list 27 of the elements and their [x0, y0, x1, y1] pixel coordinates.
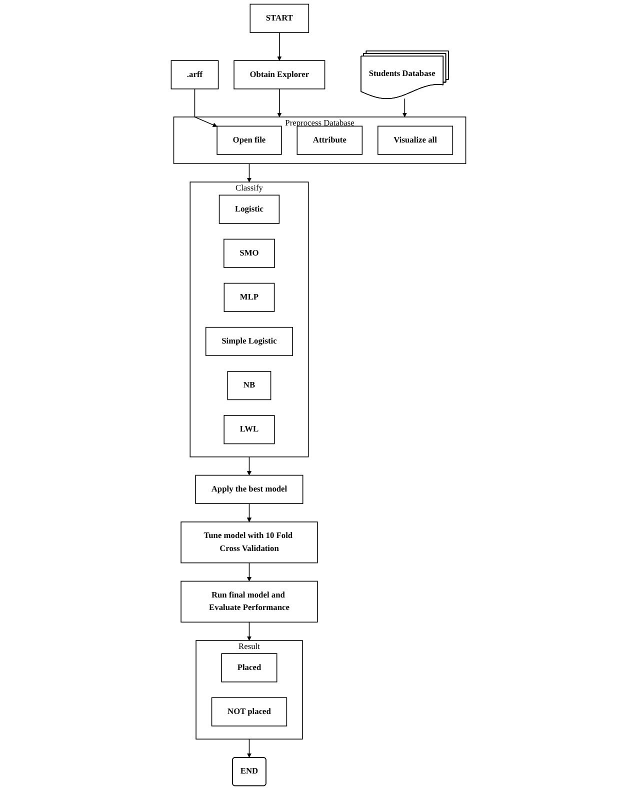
arrow: [246, 163, 252, 182]
arrow: [402, 98, 407, 118]
node-box: MLP: [224, 282, 275, 312]
arrow: [246, 622, 252, 641]
arrow: [246, 503, 252, 522]
arrow: [246, 738, 252, 758]
node-box: LWL: [224, 415, 275, 444]
node-box: NOT placed: [211, 697, 288, 726]
node-box: Apply the best model: [195, 474, 304, 504]
node-box: NB: [227, 371, 272, 400]
node-box: Tune model with 10 Fold Cross Validation: [180, 522, 318, 564]
node-box: Visualize all: [378, 126, 454, 155]
arrow: [194, 88, 218, 128]
node-box: Placed: [221, 653, 278, 682]
node-box: Open file: [216, 126, 282, 155]
node-box: START: [250, 4, 310, 33]
arrow: [277, 32, 282, 61]
arrow: [246, 562, 252, 582]
arrow: [246, 456, 252, 476]
node-box: Obtain Explorer: [234, 60, 326, 90]
node-box: Attribute: [296, 126, 363, 155]
node-box: Logistic: [218, 194, 280, 224]
node-box: Simple Logistic: [205, 326, 293, 356]
node-box: .arff: [170, 60, 219, 90]
node-box: Run final model and Evaluate Performance: [180, 580, 318, 623]
arrow: [277, 88, 282, 118]
node-box: SMO: [224, 238, 275, 268]
